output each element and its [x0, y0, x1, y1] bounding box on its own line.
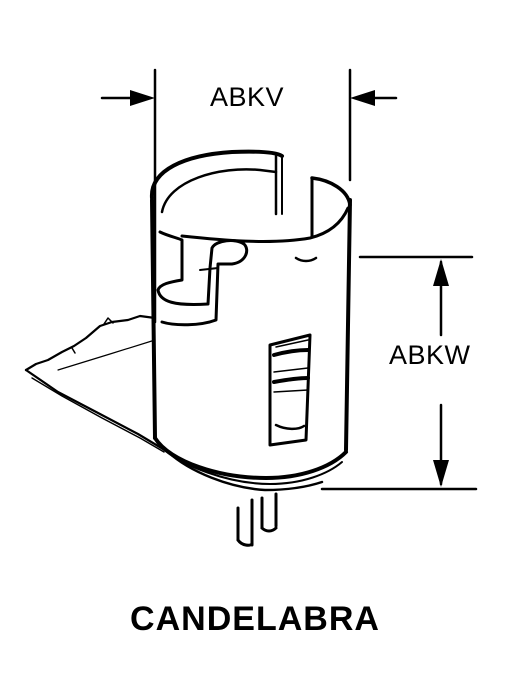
- height-dimension: [320, 255, 478, 491]
- contact-window: [268, 333, 312, 447]
- height-dimension-label: ABKW: [389, 340, 471, 370]
- height-arrowhead-top: [433, 259, 449, 286]
- width-arrowhead-right: [350, 90, 375, 106]
- width-dimension-label: ABKV: [210, 82, 285, 112]
- height-arrowhead-bottom: [433, 460, 449, 487]
- terminal-leads: [236, 492, 278, 547]
- mounting-plate: [24, 314, 324, 492]
- diagram-caption: CANDELABRA: [130, 600, 380, 638]
- width-arrowhead-left: [130, 90, 155, 106]
- socket-body: [149, 149, 352, 485]
